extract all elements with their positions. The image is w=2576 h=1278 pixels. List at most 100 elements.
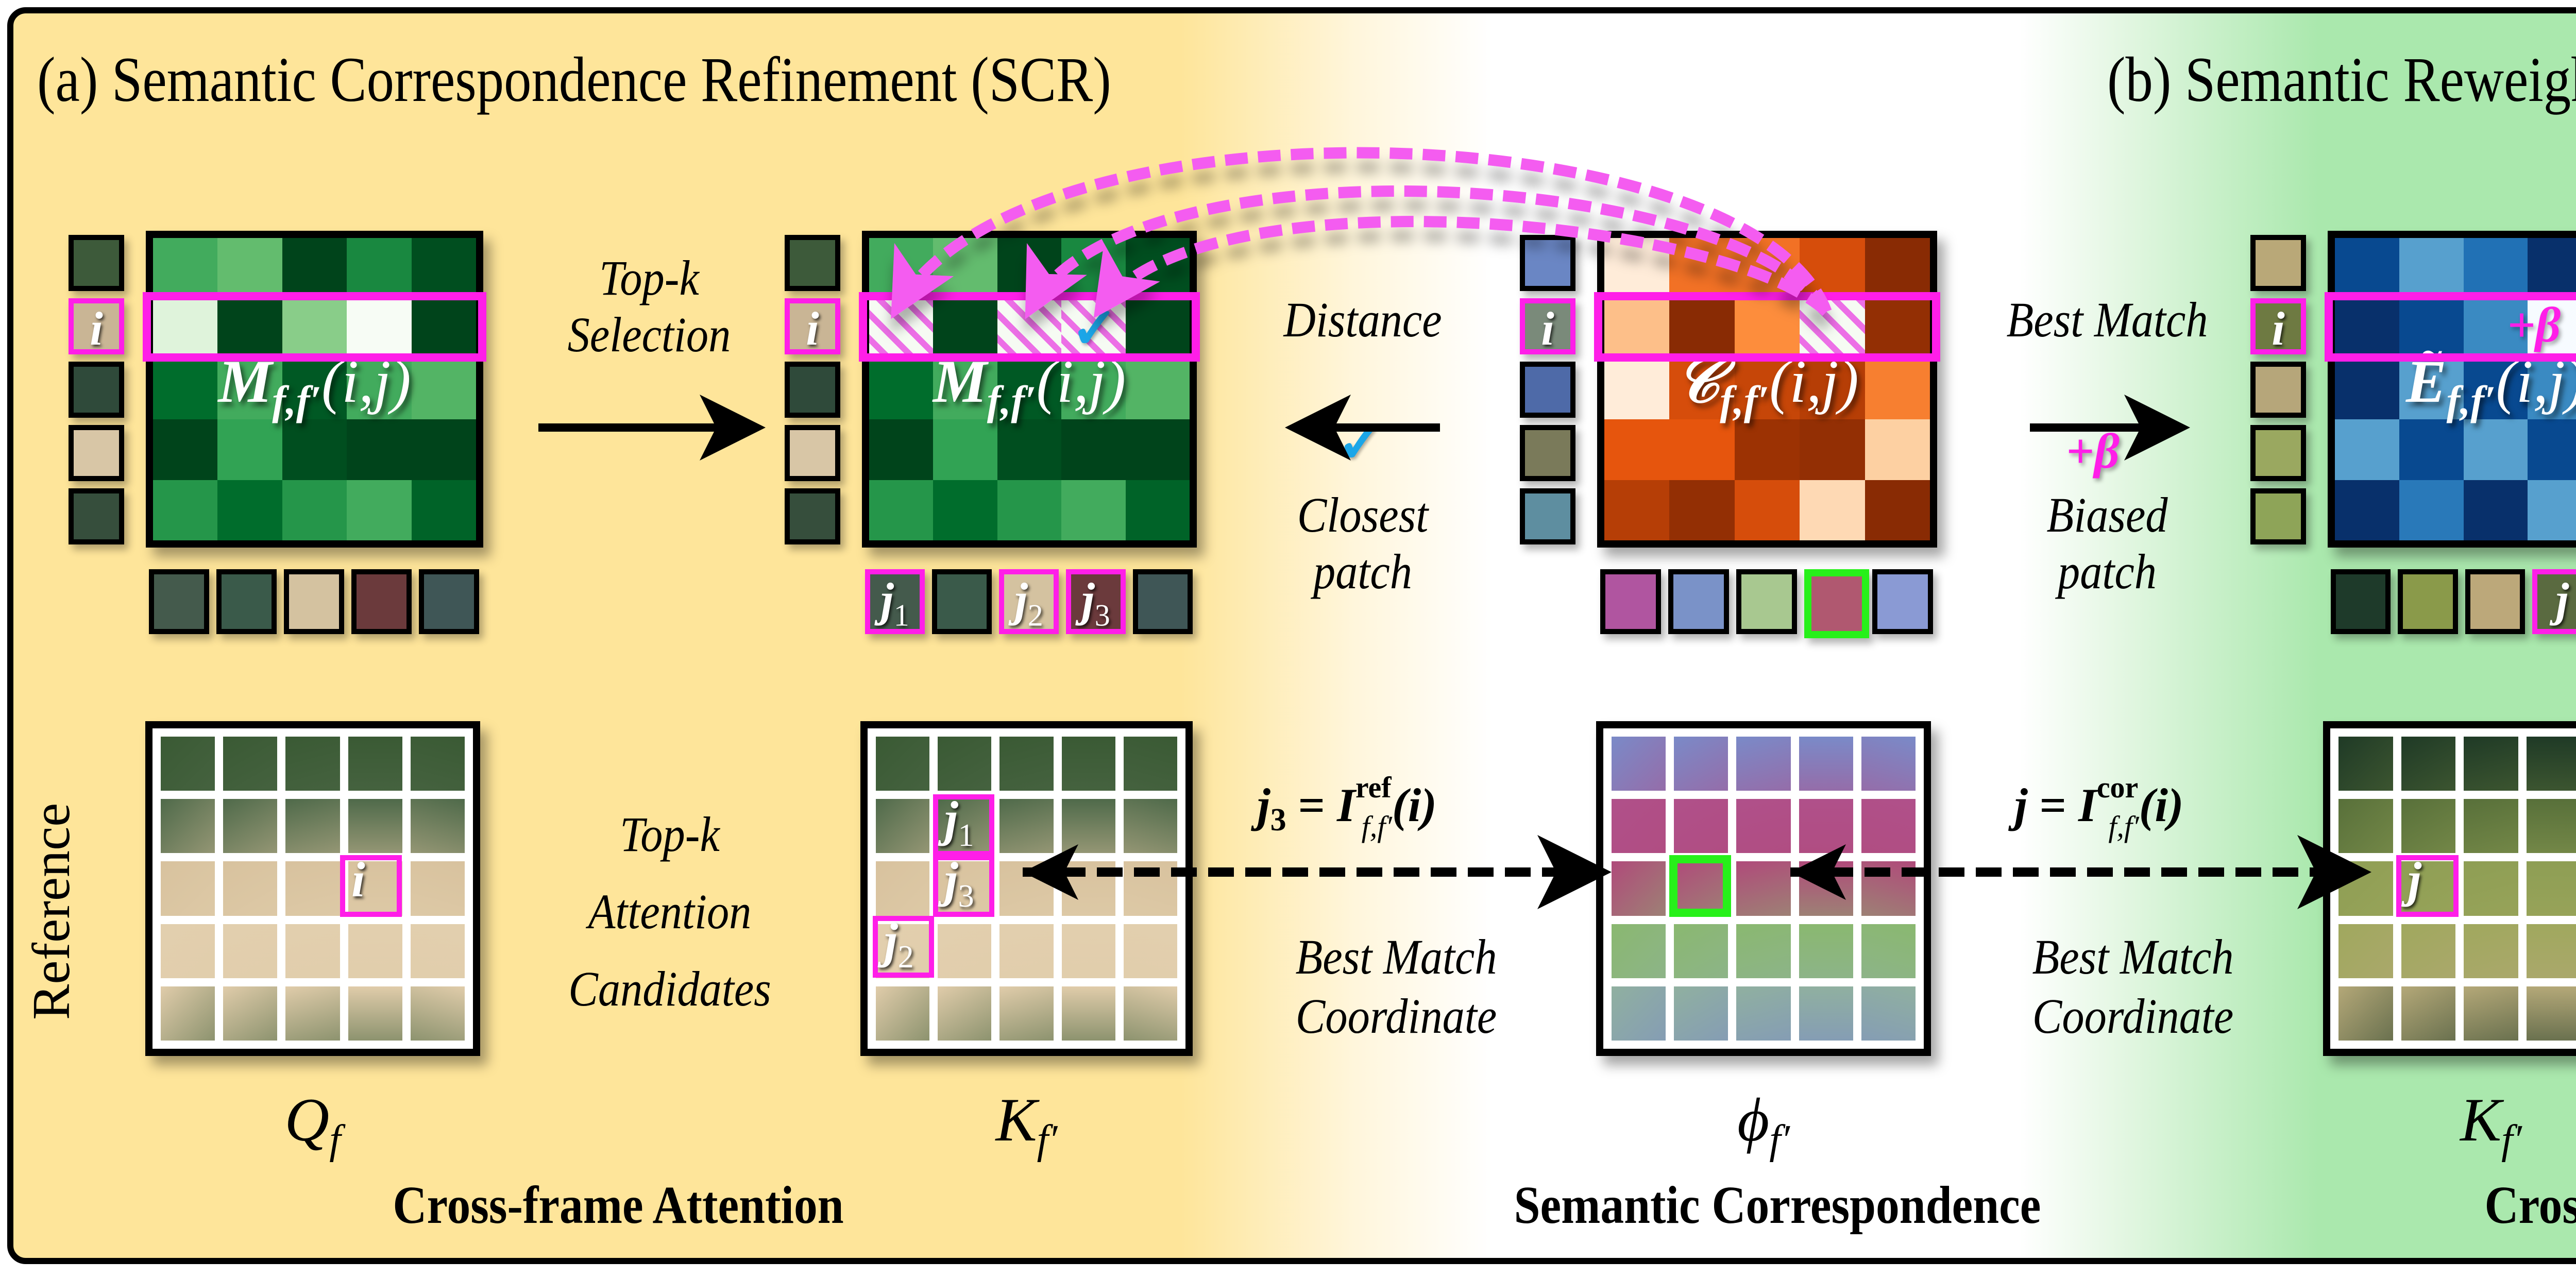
- biased-patch-label: Biased patch: [1977, 487, 2237, 600]
- image-patch: [999, 861, 1054, 916]
- image-grid-kf-tgt: [2323, 721, 2576, 1056]
- matrix-label-sub: f,f′: [272, 378, 322, 424]
- image-patch: [285, 737, 340, 791]
- heatmap-cell: [2463, 298, 2528, 359]
- bmc-right-line2: Coordinate: [2032, 989, 2234, 1044]
- image-patch: [1736, 986, 1791, 1041]
- heatmap-cell: +β: [2507, 297, 2576, 359]
- heatmap-cell: [1865, 419, 1930, 480]
- heatmap-cell: [282, 480, 347, 540]
- heatmap-cell: [2528, 359, 2576, 420]
- image-patch: [1674, 737, 1728, 791]
- heatmap-cell: [1669, 238, 1735, 299]
- image-patch: [2526, 924, 2576, 978]
- heatmap-cell: [153, 359, 218, 420]
- title-srw: (b) Semantic Reweighting (SRW): [2107, 44, 2576, 115]
- heatmap-cell: [1800, 359, 1865, 420]
- beta-bias-cell-label: +β: [2507, 297, 2561, 353]
- patch-label-j: j: [2555, 573, 2569, 626]
- image-patch: [348, 924, 402, 978]
- heatmap-cell: [2335, 419, 2399, 480]
- image-patch: [999, 924, 1054, 978]
- heatmap-cell: [997, 238, 1062, 299]
- image-patch: [1123, 737, 1177, 791]
- image-patch: [999, 986, 1054, 1041]
- best-match-coordinate-right: Best Match Coordinate: [1989, 927, 2277, 1046]
- image-patch: [2464, 737, 2518, 791]
- image-patch: [1674, 924, 1728, 978]
- best-match-label: Best Match: [2006, 292, 2208, 347]
- row-patch-thumbnail: [785, 488, 840, 544]
- image-patch: [161, 737, 215, 791]
- row-patch-thumbnail: [69, 488, 124, 544]
- image-patch: [2526, 737, 2576, 791]
- image-patch: [161, 924, 215, 978]
- heatmap-cell: [1061, 480, 1126, 540]
- column-patch-thumbnail: [1133, 569, 1193, 634]
- heatmap-cell: [1125, 480, 1190, 540]
- heatmap-cell: [282, 298, 347, 359]
- patch-highlight: [2396, 855, 2459, 917]
- heatmap-cell: [153, 480, 218, 540]
- column-patch-thumbnail: [2331, 569, 2391, 634]
- image-patch: [2526, 986, 2576, 1041]
- column-patch-thumbnail: [2398, 569, 2458, 634]
- image-patch: [410, 861, 465, 916]
- matrix-label-sub: f,f′: [1720, 378, 1770, 424]
- heatmap-cell: [997, 480, 1062, 540]
- heatmap-cell: [411, 419, 476, 480]
- eq-cor-sub: f,f′: [2108, 810, 2139, 843]
- topk-line2: Selection: [567, 307, 731, 362]
- patch-label-i: i: [2272, 302, 2285, 354]
- image-grid-kf-ref: [860, 721, 1193, 1056]
- heatmap-cell: [933, 419, 997, 480]
- heatmap-cell: [2399, 298, 2464, 359]
- heatmap-cell: [282, 359, 347, 420]
- image-patch: [348, 861, 402, 916]
- image-patch: [1612, 924, 1666, 978]
- image-label-kf-tgt: Kf′: [2323, 1084, 2576, 1164]
- image-patch: [1612, 861, 1666, 916]
- row-patch-thumbnail: [1520, 235, 1575, 291]
- patch-label-i: i: [1541, 302, 1554, 354]
- heatmap-cell: [1865, 238, 1930, 299]
- column-patch-thumbnail: [932, 569, 992, 634]
- image-patch: [1123, 799, 1177, 854]
- image-patch: [1736, 861, 1791, 916]
- heatmap-cell: [1125, 419, 1190, 480]
- image-patch: [1612, 986, 1666, 1041]
- image-patch: [1736, 799, 1791, 854]
- candidates-line3: Candidates: [568, 961, 771, 1016]
- patch-line-2: patch: [2058, 544, 2157, 599]
- image-label-qf-ref: Qf: [145, 1084, 480, 1164]
- patch-label-i: i: [90, 302, 103, 354]
- image-label-phi: ϕf′: [1596, 1084, 1931, 1164]
- heatmap-cell: [2463, 238, 2528, 299]
- figure-frame: [7, 7, 2576, 1264]
- heatmap-cell: [1669, 359, 1735, 420]
- best-match-coordinate-left: Best Match Coordinate: [1252, 927, 1540, 1046]
- image-patch: [161, 986, 215, 1041]
- patch-label-j1: j1: [880, 573, 909, 633]
- image-patch: [1799, 861, 1853, 916]
- row-patch-thumbnail: i: [69, 298, 124, 354]
- heatmap-cell: [217, 419, 282, 480]
- image-patch: [2401, 861, 2456, 916]
- image-patch: [348, 799, 402, 854]
- image-patch: [2464, 986, 2518, 1041]
- patch-highlight: [933, 855, 994, 917]
- image-label-sub: f′: [1769, 1117, 1790, 1163]
- image-patch: [285, 799, 340, 854]
- image-patch: [410, 924, 465, 978]
- patch-label-j3: j3: [1081, 573, 1110, 633]
- section-title-cross-frame-attention-score: Cross-frame Attention Score: [2484, 1175, 2576, 1235]
- patch-label-j3: j3: [944, 852, 974, 914]
- heatmap-cell: [2399, 359, 2464, 420]
- eq-ref-sup: ref: [1355, 771, 1392, 804]
- column-patch-thumbnail: [351, 569, 412, 634]
- image-patch: [161, 861, 215, 916]
- heatmap-cell: [1800, 480, 1865, 540]
- heatmap-cell: [1061, 238, 1126, 299]
- image-grid-qf-ref: [145, 721, 480, 1056]
- heatmap-cell: [2463, 359, 2528, 420]
